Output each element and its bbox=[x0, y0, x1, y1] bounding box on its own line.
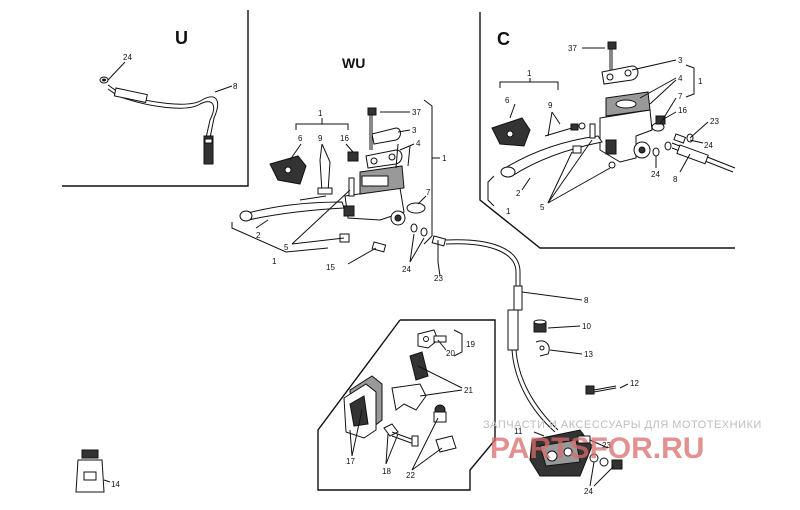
callout-main-18: 18 bbox=[382, 467, 391, 476]
main-brake-hose bbox=[445, 239, 559, 433]
callout-wu-1a: 1 bbox=[318, 109, 323, 118]
brake-fluid-bottle: 14 bbox=[75, 449, 120, 493]
c-hose bbox=[671, 142, 736, 173]
callout-main-22: 22 bbox=[406, 471, 415, 480]
callout-c-16: 16 bbox=[678, 106, 687, 115]
callout-c-1c: 1 bbox=[506, 207, 511, 216]
wu-master-cylinder bbox=[343, 165, 406, 226]
callout-wu-37: 37 bbox=[412, 108, 421, 117]
callout-main-19: 19 bbox=[466, 340, 475, 349]
main-spring-21 bbox=[391, 351, 429, 411]
callout-c-7: 7 bbox=[678, 92, 683, 101]
callout-main-14: 14 bbox=[111, 480, 120, 489]
main-bushes-22 bbox=[433, 404, 457, 453]
callout-wu-16: 16 bbox=[340, 134, 349, 143]
callout-main-13: 13 bbox=[584, 350, 593, 359]
watermark-brand: PARTSFOR.RU bbox=[490, 432, 704, 465]
panel-u: U 24 8 bbox=[62, 10, 249, 187]
u-brake-hose bbox=[107, 84, 218, 165]
callout-wu-23: 23 bbox=[434, 274, 443, 283]
callout-main-8: 8 bbox=[584, 296, 589, 305]
callout-u-8: 8 bbox=[233, 82, 238, 91]
wu-switch-15 bbox=[371, 241, 387, 253]
main-banjo-23 bbox=[577, 435, 591, 444]
callout-c-9: 9 bbox=[548, 101, 553, 110]
callout-c-3: 3 bbox=[678, 56, 683, 65]
main-pins-20 bbox=[417, 329, 447, 349]
callout-wu-15: 15 bbox=[326, 263, 335, 272]
wu-washers-24 bbox=[410, 223, 428, 237]
callout-wu-3: 3 bbox=[412, 126, 417, 135]
watermark: ЗАПЧАСТИ И АКСЕССУАРЫ ДЛЯ МОТОТЕХНИКИ PA… bbox=[483, 419, 762, 465]
wu-clamp-top-3 bbox=[371, 127, 401, 145]
assembly-wu: WU bbox=[231, 55, 447, 283]
callout-wu-4: 4 bbox=[416, 139, 421, 148]
callout-main-12: 12 bbox=[630, 379, 639, 388]
variant-wu-label: WU bbox=[342, 55, 365, 71]
u-washer bbox=[99, 76, 109, 84]
main-bolt-12 bbox=[585, 385, 617, 395]
variant-u-label: U bbox=[175, 28, 188, 48]
c-clamp bbox=[601, 65, 639, 85]
callout-wu-9: 9 bbox=[318, 134, 323, 143]
wu-banjo-23 bbox=[431, 235, 447, 262]
caliper-parts-box bbox=[317, 319, 496, 491]
wu-lever-2 bbox=[239, 201, 345, 222]
callout-c-1b: 1 bbox=[527, 69, 532, 78]
callout-wu-5: 5 bbox=[284, 243, 289, 252]
callout-u-24: 24 bbox=[123, 53, 132, 62]
callout-c-6: 6 bbox=[505, 96, 510, 105]
callout-wu-1b: 1 bbox=[442, 154, 447, 163]
callout-main-20: 20 bbox=[446, 349, 455, 358]
callout-wu-7: 7 bbox=[426, 188, 431, 197]
c-master-cylinder bbox=[599, 91, 653, 163]
main-washers-24 bbox=[589, 453, 623, 470]
callout-c-23: 23 bbox=[710, 117, 719, 126]
assembly-main: 8 10 13 19 20 21 12 11 23 24 17 18 22 bbox=[317, 239, 639, 496]
wu-cap-7 bbox=[406, 202, 426, 214]
callout-wu-6: 6 bbox=[298, 134, 303, 143]
c-pins-5 bbox=[572, 123, 616, 169]
panel-c: C bbox=[479, 12, 736, 249]
callout-main-23: 23 bbox=[602, 441, 611, 450]
panel-u-border bbox=[62, 10, 249, 187]
wu-nut-16 bbox=[347, 151, 359, 162]
callout-c-5: 5 bbox=[540, 203, 545, 212]
callout-main-24: 24 bbox=[584, 487, 593, 496]
c-lever-bracket bbox=[491, 117, 531, 147]
callout-c-37: 37 bbox=[568, 44, 577, 53]
callout-wu-2: 2 bbox=[256, 231, 261, 240]
c-bolt-37 bbox=[607, 41, 617, 70]
callout-wu-24: 24 bbox=[402, 265, 411, 274]
callout-main-10: 10 bbox=[582, 322, 591, 331]
wu-lever-bracket-6 bbox=[269, 155, 307, 185]
main-caliper-11 bbox=[529, 429, 593, 477]
callout-c-8: 8 bbox=[673, 175, 678, 184]
c-screws-9 bbox=[544, 122, 586, 137]
c-banjo-23 bbox=[673, 133, 687, 144]
variant-c-label: C bbox=[497, 29, 510, 49]
callout-c-24b: 24 bbox=[651, 170, 660, 179]
callout-c-4: 4 bbox=[678, 74, 683, 83]
main-clip-13 bbox=[535, 340, 550, 357]
main-pin-18 bbox=[383, 423, 419, 447]
callout-c-1a: 1 bbox=[698, 77, 703, 86]
callout-main-21: 21 bbox=[464, 386, 473, 395]
watermark-tagline: ЗАПЧАСТИ И АКСЕССУАРЫ ДЛЯ МОТОТЕХНИКИ bbox=[483, 419, 762, 431]
wu-screws-9 bbox=[299, 159, 333, 201]
panel-c-border bbox=[479, 12, 735, 249]
callout-wu-1c: 1 bbox=[272, 257, 277, 266]
callout-c-2: 2 bbox=[516, 189, 521, 198]
main-pads-17 bbox=[343, 375, 383, 439]
wu-screws-4 bbox=[395, 143, 411, 169]
callout-main-11: 11 bbox=[514, 427, 523, 436]
main-nut-10 bbox=[533, 319, 547, 333]
wu-bolt-37 bbox=[367, 107, 377, 150]
callout-main-17: 17 bbox=[346, 457, 355, 466]
callout-c-24a: 24 bbox=[704, 141, 713, 150]
